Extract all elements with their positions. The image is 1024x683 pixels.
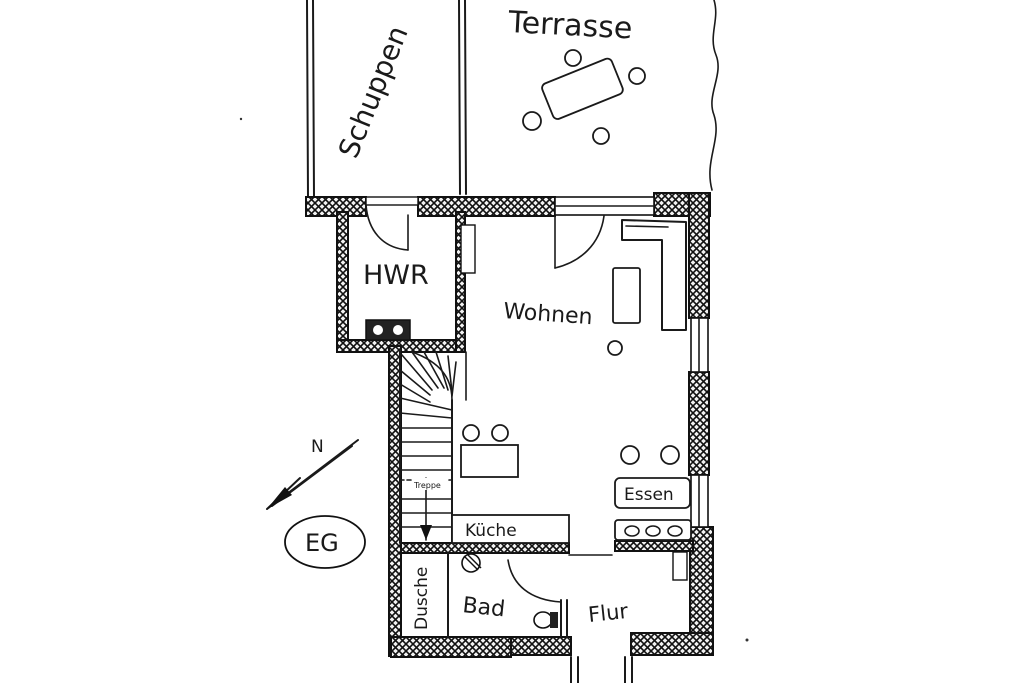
floor-badge: EG	[284, 515, 366, 569]
room-label-essen: Essen	[624, 485, 674, 505]
kitchen-counter-icon	[451, 514, 570, 544]
room-label-terrasse: Terrasse	[507, 5, 634, 46]
dining-table-icon	[614, 477, 691, 509]
walls	[305, 192, 714, 658]
room-label-dusche: Dusche	[412, 567, 432, 630]
washbasin-icon	[461, 553, 482, 573]
room-label-schuppen: Schuppen	[332, 21, 415, 162]
room-flur: Flur	[587, 599, 630, 627]
floor-label: EG	[305, 529, 339, 557]
kitchen-island-icon	[460, 444, 519, 478]
stove-icon	[614, 519, 692, 541]
washer-dryer-icon	[365, 319, 411, 341]
north-arrow: N	[266, 437, 359, 510]
room-label-flur: Flur	[587, 599, 630, 627]
room-essen: Essen	[614, 445, 692, 541]
room-label-bad: Bad	[461, 593, 506, 622]
room-label-kueche: Küche	[465, 521, 517, 541]
staircase: Treppe	[399, 349, 467, 544]
room-label-wohnen: Wohnen	[503, 299, 594, 330]
toilet-icon	[533, 611, 558, 629]
armchair-icon	[607, 340, 623, 356]
stair-direction-arrow-icon	[420, 525, 432, 540]
coffee-table-icon	[612, 267, 641, 324]
schuppen-area: Schuppen	[306, 0, 467, 199]
stair-label: Treppe	[413, 481, 441, 490]
sofa-icon	[621, 219, 687, 331]
room-kueche: Küche	[451, 424, 613, 556]
room-wohnen: Wohnen	[503, 219, 687, 356]
room-bad: Bad	[461, 553, 558, 629]
terrace-table	[522, 49, 646, 145]
compass-label: N	[311, 437, 324, 457]
room-hwr: HWR	[363, 260, 429, 341]
windows	[365, 196, 709, 581]
doors	[365, 204, 633, 683]
room-dusche: Dusche	[412, 567, 432, 630]
terrasse-area: Terrasse	[507, 0, 719, 191]
room-label-hwr: HWR	[363, 260, 429, 291]
